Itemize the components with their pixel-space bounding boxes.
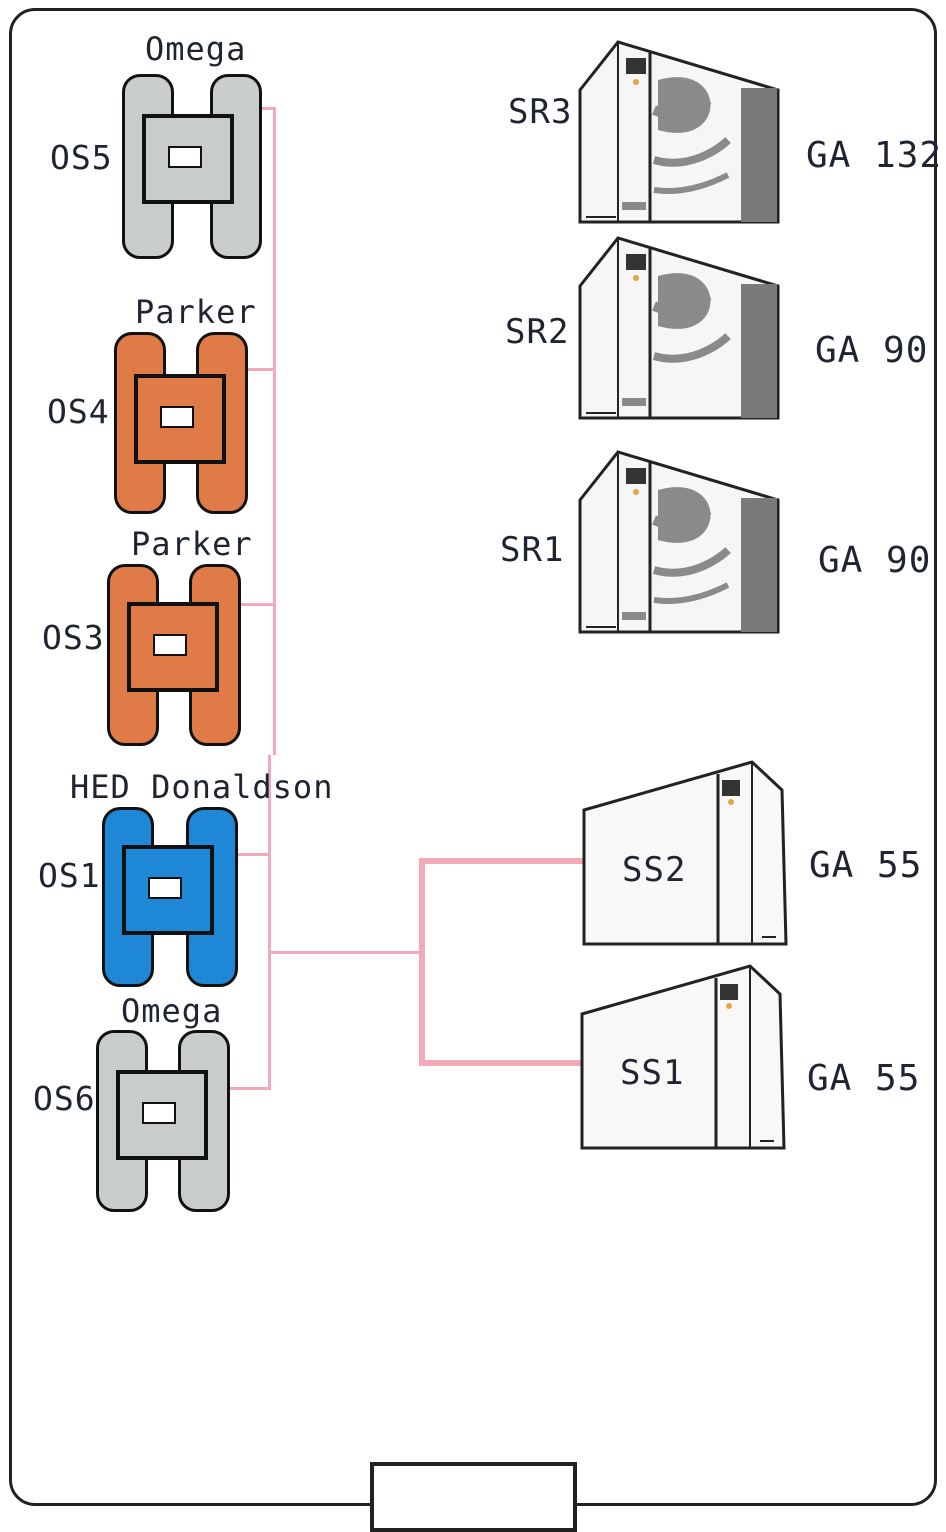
compressor-id-sr3: SR3 [508,92,573,132]
compressor-id-sr1: SR1 [500,530,565,570]
separator-brand-os4: Parker [135,293,257,331]
room-outline [9,8,937,1506]
separator-id-os3: OS3 [42,618,105,657]
compressor-id-ss2: SS2 [622,850,687,890]
compressor-id-ss1: SS1 [620,1053,685,1093]
pipe-lower-vertical [268,755,271,1090]
pipe-os5-branch [252,107,276,110]
separator-id-os5: OS5 [50,138,113,177]
separator-os5[interactable] [122,74,262,259]
compressor-model-ss2: GA 55 [809,845,923,886]
separator-os1[interactable] [102,807,238,987]
separator-os6[interactable] [96,1030,230,1212]
compressor-ss1[interactable] [580,964,790,1152]
separator-os3[interactable] [107,564,241,746]
compressor-model-ss1: GA 55 [807,1058,921,1099]
large-compressor-icon [578,40,780,224]
separator-window [160,406,194,428]
separator-bridge [134,374,226,464]
large-compressor-icon [578,236,780,420]
compressor-model-sr3: GA 132 [806,135,943,176]
compressor-model-sr1: GA 90 [818,540,932,581]
compressor-model-sr2: GA 90 [815,330,929,371]
pipe-ss2-branch [419,858,586,864]
pipe-os3-branch [240,603,275,606]
room-door [370,1462,577,1532]
small-compressor-icon [582,760,788,946]
pipe-os1-branch [238,853,270,856]
pipe-ss-vertical [419,858,425,1066]
compressor-sr2[interactable] [578,236,788,422]
separator-window [142,1102,176,1124]
separator-bridge [122,845,214,935]
pipe-ss1-branch [419,1060,586,1066]
separator-id-os1: OS1 [38,856,101,895]
pipe-main-vertical [273,107,276,755]
compressor-ss2[interactable] [582,760,792,948]
pipe-os4-branch [245,368,275,371]
compressor-id-sr2: SR2 [505,312,570,352]
separator-bridge [142,114,234,204]
compressor-sr1[interactable] [578,450,788,636]
separator-bridge [127,602,219,692]
pipe-header [270,951,422,954]
large-compressor-icon [578,450,780,634]
separator-window [153,634,187,656]
small-compressor-icon [580,964,786,1150]
separator-brand-os3: Parker [131,525,253,563]
separator-id-os4: OS4 [47,392,110,431]
separator-bridge [116,1070,208,1160]
separator-window [168,146,202,168]
separator-window [148,877,182,899]
separator-brand-os1: HED Donaldson [70,768,334,806]
pipe-os6-branch [228,1087,271,1090]
separator-id-os6: OS6 [33,1079,96,1118]
separator-brand-os6: Omega [121,992,223,1030]
compressor-sr3[interactable] [578,40,788,226]
separator-brand-os5: Omega [145,30,247,68]
separator-os4[interactable] [114,332,248,514]
